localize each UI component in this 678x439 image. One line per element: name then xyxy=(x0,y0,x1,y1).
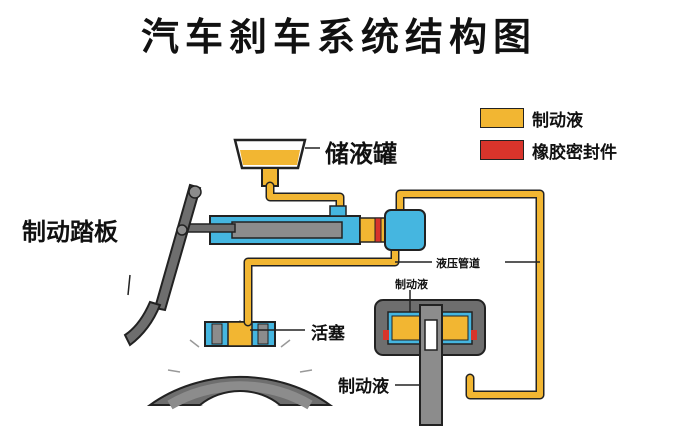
brake-pedal xyxy=(123,183,236,347)
label-drum-fluid: 制动液 xyxy=(338,377,389,397)
brake-drum xyxy=(146,320,334,410)
fluid-reservoir xyxy=(233,138,307,187)
label-reservoir: 储液罐 xyxy=(325,140,397,168)
master-cylinder xyxy=(209,205,426,251)
legend-label-brake-fluid: 制动液 xyxy=(532,111,583,131)
label-hydraulic-line: 液压管道 xyxy=(436,257,480,270)
label-brake-pedal: 制动踏板 xyxy=(22,218,118,246)
label-caliper-fluid: 制动液 xyxy=(395,278,428,291)
diagram-title: 汽车刹车系统结构图 xyxy=(140,15,537,59)
hydraulic-lines xyxy=(243,181,545,400)
legend-label-rubber-seal: 橡胶密封件 xyxy=(532,143,617,163)
legend-swatch-rubber-seal xyxy=(480,140,524,160)
label-piston: 活塞 xyxy=(311,324,345,344)
legend-swatch-brake-fluid xyxy=(480,108,524,128)
wheel-cylinder xyxy=(204,321,276,347)
leader-lines xyxy=(127,147,540,386)
disc-caliper xyxy=(374,299,486,426)
